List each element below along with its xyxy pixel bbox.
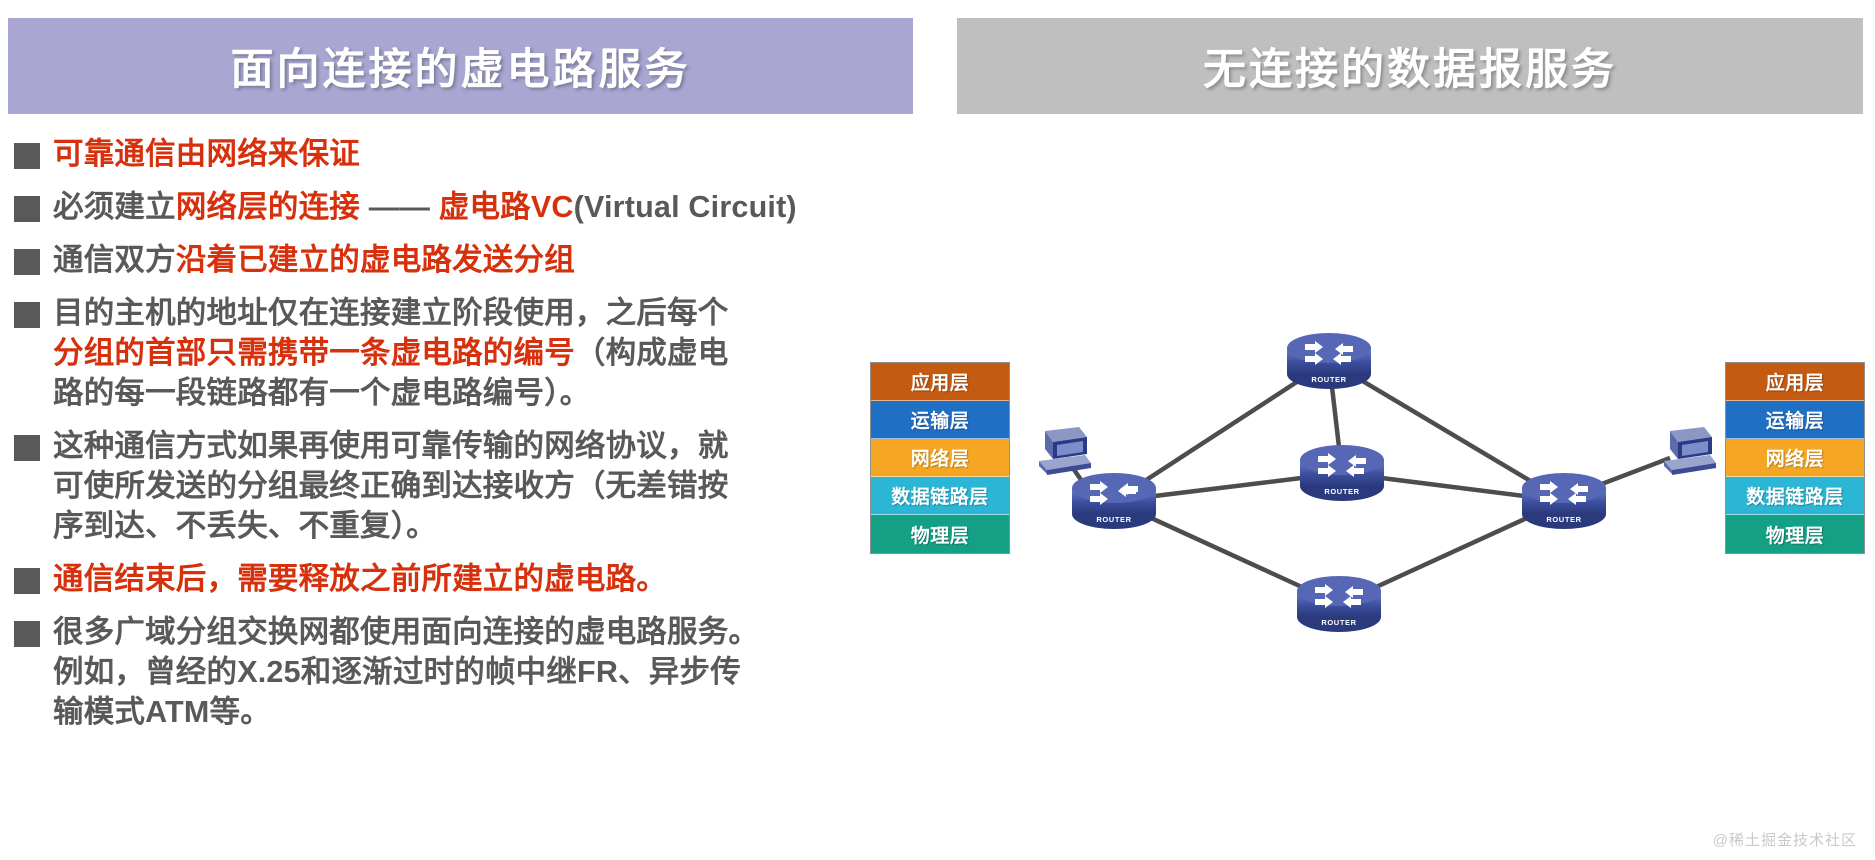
bullet-square-icon xyxy=(14,196,40,222)
bullet-text: 很多广域分组交换网都使用面向连接的虚电路服务。例如，曾经的X.25和逐渐过时的帧… xyxy=(53,612,759,732)
bullet-item-establish-network-layer-connection: 必须建立网络层的连接 —— 虚电路VC(Virtual Circuit) xyxy=(14,187,894,227)
bullet-list: 可靠通信由网络来保证必须建立网络层的连接 —— 虚电路VC(Virtual Ci… xyxy=(14,134,894,745)
router-label: ROUTER xyxy=(1096,515,1132,524)
text-segment: 路的每一段链路都有一个虚电路编号）。 xyxy=(53,376,591,410)
text-segment: 这种通信方式如果再使用可靠传输的网络协议，就 xyxy=(53,429,729,463)
watermark: @稀土掘金技术社区 xyxy=(1712,832,1857,849)
protocol-layer: 运输层 xyxy=(1726,401,1864,439)
bullet-item-release-vc-after-communication: 通信结束后，需要释放之前所建立的虚电路。 xyxy=(14,559,894,599)
header-left-title: 面向连接的虚电路服务 xyxy=(8,18,913,114)
bullet-line: 可使所发送的分组最终正确到达接收方（无差错按 xyxy=(53,466,728,506)
text-segment: 序到达、不丢失、不重复）。 xyxy=(53,509,437,543)
text-segment: 可靠通信由网络来保证 xyxy=(53,137,360,171)
protocol-layer: 运输层 xyxy=(871,401,1009,439)
bullet-item-send-packets-along-vc: 通信双方沿着已建立的虚电路发送分组 xyxy=(14,240,894,280)
text-segment: 通信双方 xyxy=(53,243,176,277)
protocol-layer: 应用层 xyxy=(1726,363,1864,401)
bullet-line: 必须建立网络层的连接 —— 虚电路VC(Virtual Circuit) xyxy=(53,187,797,227)
bullet-text: 可靠通信由网络来保证 xyxy=(53,134,360,174)
bullet-text: 这种通信方式如果再使用可靠传输的网络协议，就可使所发送的分组最终正确到达接收方（… xyxy=(53,426,728,546)
bullet-item-wan-packet-switching-examples: 很多广域分组交换网都使用面向连接的虚电路服务。例如，曾经的X.25和逐渐过时的帧… xyxy=(14,612,894,732)
bullet-text: 目的主机的地址仅在连接建立阶段使用，之后每个分组的首部只需携带一条虚电路的编号（… xyxy=(53,293,728,413)
bullet-line: 很多广域分组交换网都使用面向连接的虚电路服务。 xyxy=(53,612,759,652)
protocol-layer: 网络层 xyxy=(1726,439,1864,477)
bullet-line: 通信双方沿着已建立的虚电路发送分组 xyxy=(53,240,575,280)
text-segment: 虚电路VC xyxy=(438,190,574,224)
bullet-line: 例如，曾经的X.25和逐渐过时的帧中继FR、异步传 xyxy=(53,652,759,692)
bullet-square-icon xyxy=(14,249,40,275)
bullet-line: 这种通信方式如果再使用可靠传输的网络协议，就 xyxy=(53,426,728,466)
bullet-text: 通信结束后，需要释放之前所建立的虚电路。 xyxy=(53,559,667,599)
bullet-square-icon xyxy=(14,621,40,647)
protocol-layer: 应用层 xyxy=(871,363,1009,401)
text-segment: 例如，曾经的X.25和逐渐过时的帧中继FR、异步传 xyxy=(53,655,741,689)
header-right-title: 无连接的数据报服务 xyxy=(957,18,1863,114)
bullet-text: 通信双方沿着已建立的虚电路发送分组 xyxy=(53,240,575,280)
bullet-text: 必须建立网络层的连接 —— 虚电路VC(Virtual Circuit) xyxy=(53,187,797,227)
bullet-item-destination-address-only-at-setup: 目的主机的地址仅在连接建立阶段使用，之后每个分组的首部只需携带一条虚电路的编号（… xyxy=(14,293,894,413)
bullet-square-icon xyxy=(14,302,40,328)
host-computer-right xyxy=(1660,425,1718,477)
bullet-square-icon xyxy=(14,568,40,594)
text-segment: 沿着已建立的虚电路发送分组 xyxy=(175,243,575,277)
text-segment: (Virtual Circuit) xyxy=(573,190,797,224)
bullet-line: 分组的首部只需携带一条虚电路的编号（构成虚电 xyxy=(53,333,728,373)
bullet-item-reliable-transport-protocol: 这种通信方式如果再使用可靠传输的网络协议，就可使所发送的分组最终正确到达接收方（… xyxy=(14,426,894,546)
text-segment: 分组的首部只需携带一条虚电路的编号 xyxy=(53,336,575,370)
text-segment: 很多广域分组交换网都使用面向连接的虚电路服务。 xyxy=(53,615,760,649)
bullet-line: 目的主机的地址仅在连接建立阶段使用，之后每个 xyxy=(53,293,728,333)
protocol-layer: 数据链路层 xyxy=(871,477,1009,515)
router-label: ROUTER xyxy=(1324,487,1360,496)
network-figure: 应用层运输层网络层数据链路层物理层 应用层运输层网络层数据链路层物理层 xyxy=(870,330,1870,632)
router-label: ROUTER xyxy=(1311,375,1347,384)
protocol-stack-left: 应用层运输层网络层数据链路层物理层 xyxy=(870,362,1010,554)
bullet-line: 序到达、不丢失、不重复）。 xyxy=(53,506,728,546)
text-segment: 必须建立 xyxy=(53,190,176,224)
text-segment: 目的主机的地址仅在连接建立阶段使用，之后每个 xyxy=(53,296,729,330)
bullet-line: 输模式ATM等。 xyxy=(53,692,759,732)
protocol-layer: 网络层 xyxy=(871,439,1009,477)
router-middle: ROUTER xyxy=(1298,442,1386,504)
router-top: ROUTER xyxy=(1285,330,1373,392)
text-segment: 可使所发送的分组最终正确到达接收方（无差错按 xyxy=(53,469,729,503)
text-segment: 输模式ATM等。 xyxy=(53,695,271,729)
protocol-layer: 数据链路层 xyxy=(1726,477,1864,515)
bullet-square-icon xyxy=(14,435,40,461)
router-right: ROUTER xyxy=(1520,470,1608,532)
bullet-line: 路的每一段链路都有一个虚电路编号）。 xyxy=(53,373,728,413)
router-bottom: ROUTER xyxy=(1295,573,1383,635)
bullet-line: 通信结束后，需要释放之前所建立的虚电路。 xyxy=(53,559,667,599)
router-left: ROUTER xyxy=(1070,470,1158,532)
bullet-square-icon xyxy=(14,143,40,169)
router-label: ROUTER xyxy=(1546,515,1582,524)
bullet-line: 可靠通信由网络来保证 xyxy=(53,134,360,174)
protocol-layer: 物理层 xyxy=(871,515,1009,553)
protocol-layer: 物理层 xyxy=(1726,515,1864,553)
text-segment: 网络层的连接 xyxy=(175,190,361,224)
text-segment: （构成虚电 xyxy=(574,336,729,370)
protocol-stack-right: 应用层运输层网络层数据链路层物理层 xyxy=(1725,362,1865,554)
router-label: ROUTER xyxy=(1321,618,1357,627)
text-segment: —— xyxy=(360,190,439,224)
host-computer-left xyxy=(1035,425,1093,477)
bullet-item-reliable-comm: 可靠通信由网络来保证 xyxy=(14,134,894,174)
text-segment: 通信结束后，需要释放之前所建立的虚电路。 xyxy=(53,562,667,596)
